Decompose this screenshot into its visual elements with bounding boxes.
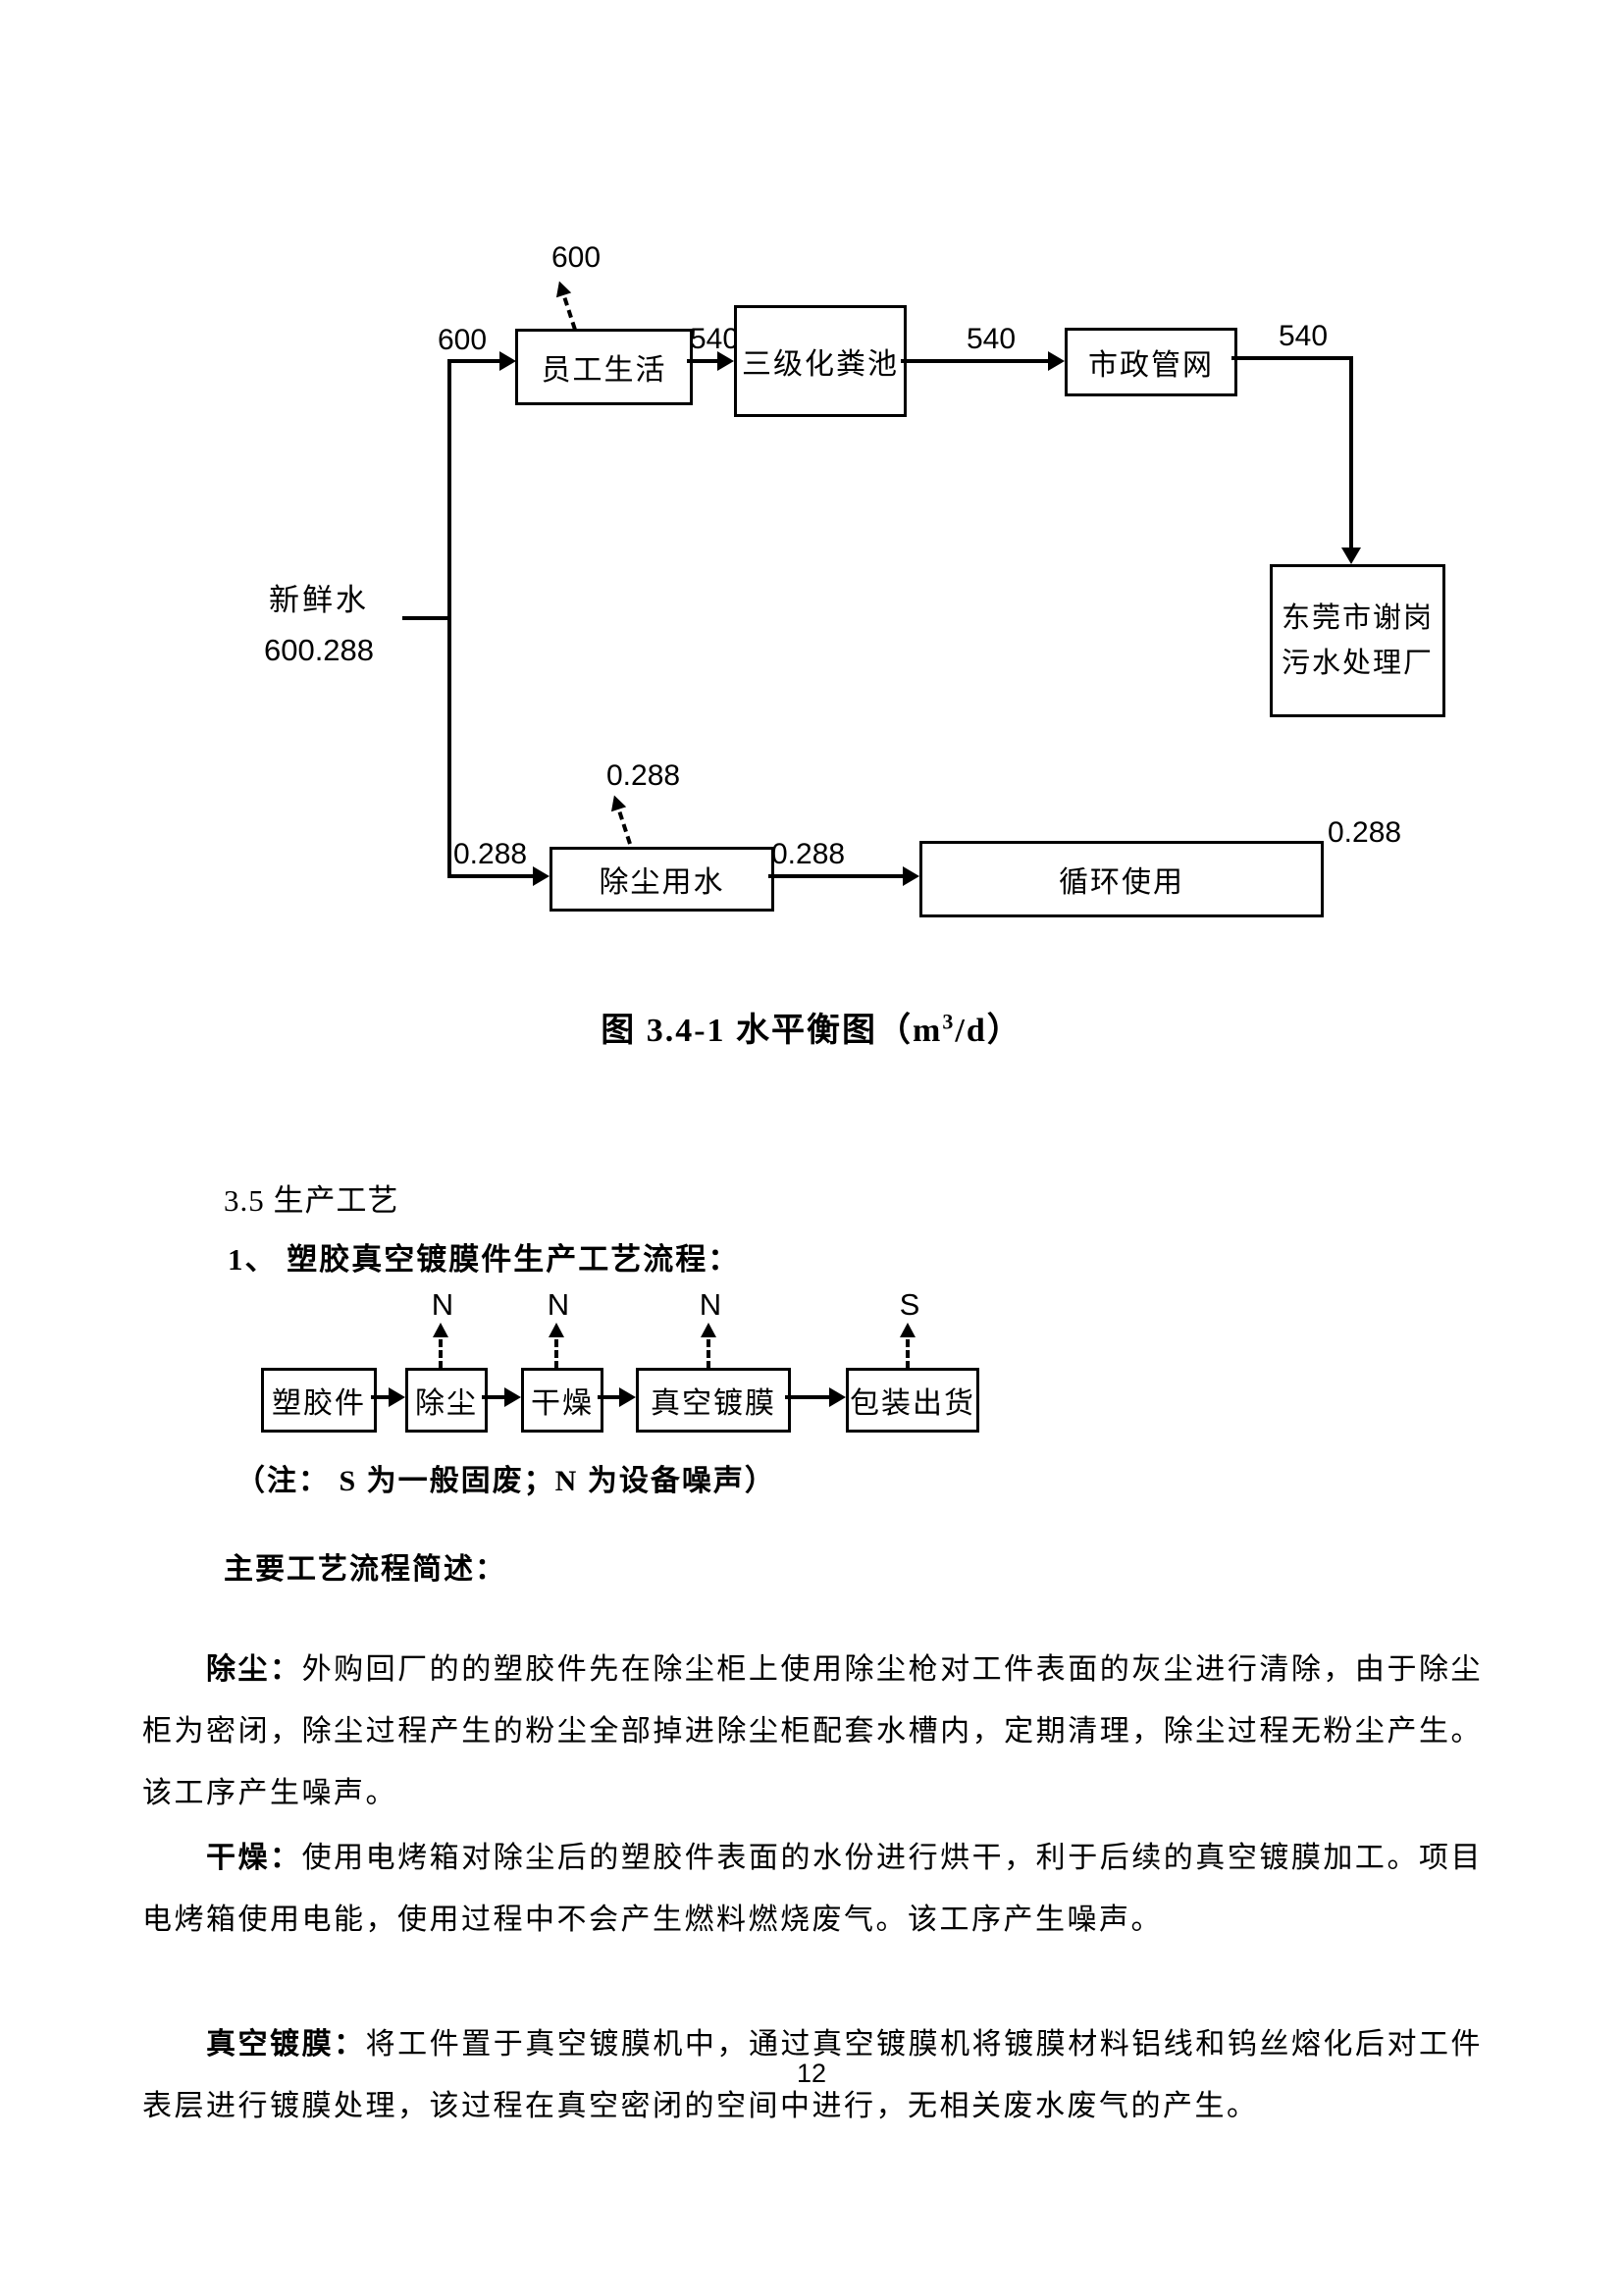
process-box-vacuum-coating: 真空镀膜 [636,1368,791,1433]
emission-arrow-icon [549,1323,564,1369]
fresh-water-source: 新鲜水 600.288 [245,575,393,668]
process-box-packing-shipping: 包装出货 [846,1368,979,1433]
arrowhead-right-icon [533,866,550,886]
flow-line-bottom-in [447,874,534,878]
arrowhead-right-icon [504,1387,521,1407]
process-arrow-line [598,1395,620,1399]
process-box-plastic-part: 塑胶件 [261,1368,377,1433]
fresh-water-label: 新鲜水 [269,583,369,617]
emission-arrow-icon [701,1323,716,1369]
flow-box-staff-life: 员工生活 [515,329,693,405]
flow-value-bottom-out: 0.288 [1328,816,1402,849]
paragraph-vacuum-coating: 真空镀膜：将工件置于真空镀膜机中，通过真空镀膜机将镀膜材料铝线和钨丝熔化后对工件… [142,2028,1484,2122]
arrowhead-right-icon [903,866,919,886]
figure-caption: 图 3.4-1 水平衡图（m3/d） [601,1009,1022,1049]
summary-heading: 主要工艺流程简述： [224,1553,506,1586]
arrowhead-right-icon [619,1387,636,1407]
flow-line-top-in [447,359,502,363]
process-arrow-line [785,1395,830,1399]
flow-value-bottom-mid: 0.288 [771,838,846,870]
arrowhead-right-icon [1048,351,1065,371]
emission-letter-noise-3: N [699,1287,722,1322]
emission-arrow-icon [900,1323,916,1369]
emission-letter-solid-waste: S [899,1287,920,1322]
evaporation-arrow-bottom-icon [606,793,637,846]
emission-arrow-icon [433,1323,448,1369]
flow-line-540c-vertical [1349,356,1353,549]
process-arrow-line [482,1395,505,1399]
paragraph-dust-removal: 除尘：外购回厂的的塑胶件先在除尘柜上使用除尘枪对工件表面的灰尘进行清除，由于除尘… [142,1653,1484,1809]
process-box-dust-removal: 除尘 [405,1368,488,1433]
emission-letter-noise-2: N [547,1287,570,1322]
flow-value-bottom-in: 0.288 [453,838,528,870]
process-arrow-line [371,1395,392,1399]
flow-box-sewage-plant: 东莞市谢岗 污水处理厂 [1270,564,1445,717]
arrowhead-right-icon [499,351,516,371]
evaporation-arrow-top-icon [551,279,582,332]
flow-line-bottom-mid [768,874,904,878]
arrowhead-right-icon [829,1387,846,1407]
flow-box-recycle-use: 循环使用 [919,841,1324,917]
paragraph-lead: 除尘： [206,1653,302,1686]
flow-line-540a [687,359,718,363]
flow-value-top-in: 600 [438,324,488,356]
emission-letter-noise-1: N [431,1287,454,1322]
section-heading-3-5: 3.5 生产工艺 [224,1183,399,1218]
process-box-drying: 干燥 [521,1368,603,1433]
flow-value-bottom-evap: 0.288 [606,759,681,792]
paragraph-lead: 真空镀膜： [206,2028,366,2061]
flow-value-540a: 540 [690,323,740,355]
flow-line-540c-horizontal [1231,356,1353,360]
arrowhead-right-icon [389,1387,405,1407]
subsection-heading-item1: 1、 塑胶真空镀膜件生产工艺流程： [228,1242,741,1277]
legend-note: （注： S 为一般固废；N 为设备噪声） [236,1465,776,1497]
flow-box-dust-removal-water: 除尘用水 [550,847,774,912]
flow-box-municipal-network: 市政管网 [1065,328,1237,396]
paragraph-lead: 干燥： [206,1842,302,1874]
trunk-line [447,359,451,878]
arrowhead-right-icon [717,351,734,371]
flow-box-septic-tank: 三级化粪池 [734,305,907,417]
paragraph-drying: 干燥：使用电烤箱对除尘后的塑胶件表面的水份进行烘干，利于后续的真空镀膜加工。项目… [142,1842,1484,1936]
flow-value-top-evap: 600 [551,241,602,274]
flow-value-540b: 540 [967,323,1017,355]
arrowhead-down-icon [1341,548,1361,564]
flow-line-540b [901,359,1049,363]
source-connector-line [402,616,449,620]
flow-value-540c: 540 [1279,320,1329,352]
page-number: 12 [796,2059,827,2088]
fresh-water-value: 600.288 [263,633,375,667]
